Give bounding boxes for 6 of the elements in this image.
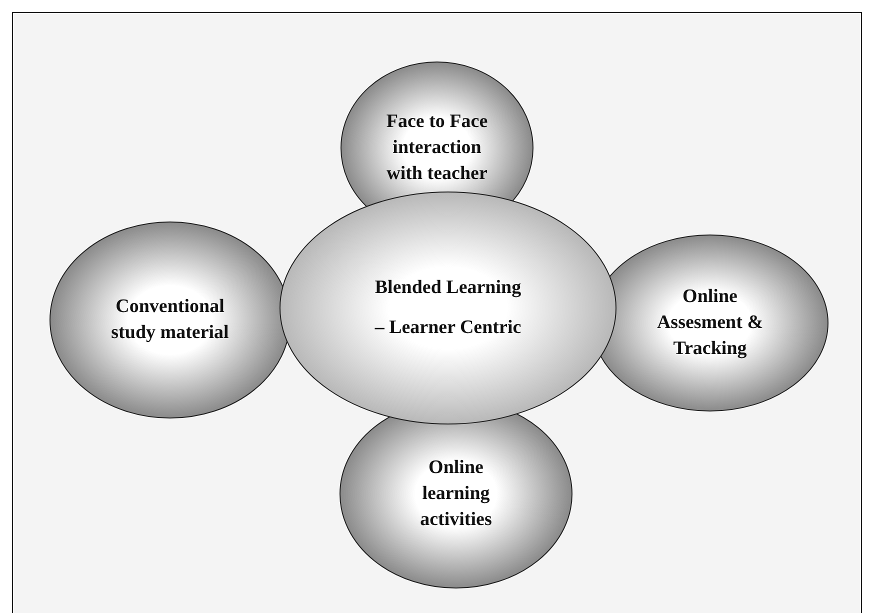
topic-text: Face to Face interaction with teacher xyxy=(385,110,489,186)
topic-text: – Learner Centric xyxy=(374,316,522,340)
topic-text: Online Assesment & Tracking xyxy=(656,285,764,361)
topic-text: Conventional study material xyxy=(111,295,229,345)
topic-text: Blended Learning xyxy=(374,276,522,300)
topic-text: Online learning activities xyxy=(419,456,493,532)
